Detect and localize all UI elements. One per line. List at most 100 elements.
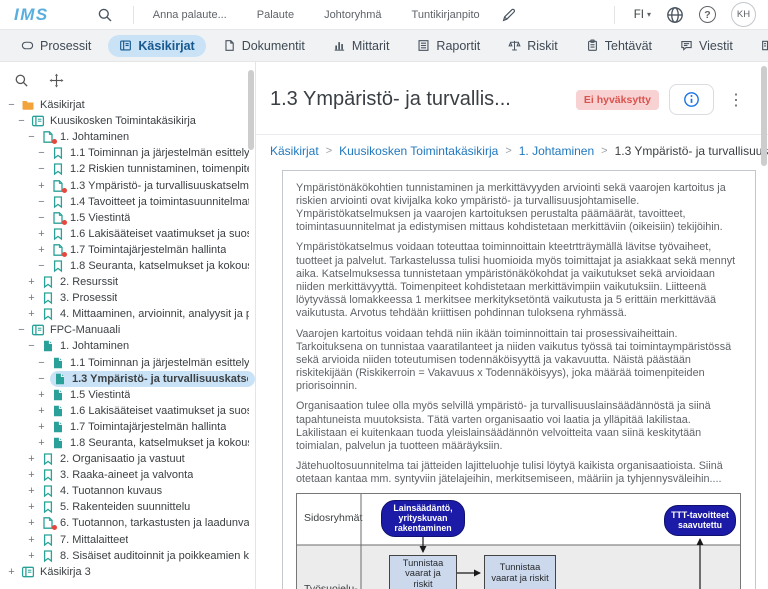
collapse-toggle[interactable]: − xyxy=(38,372,45,385)
flowchart-node: Tunnistaa vaarat ja riskit xyxy=(484,555,556,589)
tree-item[interactable]: +7. Mittalaitteet xyxy=(0,532,255,548)
edit-pencil-icon[interactable] xyxy=(501,7,516,22)
breadcrumb-link[interactable]: Käsikirjat xyxy=(270,143,319,158)
tree-item[interactable]: +3. Raaka-aineet ja valvonta xyxy=(0,467,255,483)
expand-toggle[interactable]: + xyxy=(28,469,35,482)
kebab-menu[interactable]: ⋮ xyxy=(728,91,744,109)
tree-item[interactable]: −Kuusikosken Toimintakäsikirja xyxy=(0,113,255,129)
bookmark-icon xyxy=(51,146,65,160)
collapse-toggle[interactable]: − xyxy=(38,195,45,208)
globe-icon[interactable] xyxy=(666,6,684,24)
topbar-menu-item[interactable]: Johtoryhmä xyxy=(324,8,382,21)
sidebar-scrollbar[interactable] xyxy=(248,70,254,150)
language-selector[interactable]: FI ▾ xyxy=(633,8,651,21)
page-dot-icon xyxy=(51,243,67,257)
tree-item[interactable]: +1.5 Viestintä xyxy=(0,387,255,403)
tab-riskit[interactable]: Riskit xyxy=(497,35,569,57)
collapse-toggle[interactable]: − xyxy=(18,115,25,128)
tree-item[interactable]: +1.7 Toimintajärjestelmän hallinta xyxy=(0,419,255,435)
tree-item[interactable]: −1. Johtaminen xyxy=(0,129,255,145)
tree-item[interactable]: +5. Rakenteiden suunnittelu xyxy=(0,499,255,515)
expand-toggle[interactable]: + xyxy=(28,453,35,466)
handbook-icon xyxy=(119,39,132,52)
tab-kasikirjat[interactable]: Käsikirjat xyxy=(108,34,206,57)
tree-item[interactable]: +3. Prosessit xyxy=(0,290,255,306)
collapse-toggle[interactable]: − xyxy=(38,259,45,272)
tab-tehtavat[interactable]: Tehtävät xyxy=(575,35,663,57)
collapse-toggle[interactable]: − xyxy=(38,211,45,224)
tab-raportit[interactable]: Raportit xyxy=(406,35,491,57)
tab-prosessit[interactable]: Prosessit xyxy=(10,35,102,57)
page-icon xyxy=(51,436,65,450)
expand-toggle[interactable]: + xyxy=(38,179,45,192)
tree-item[interactable]: −1.4 Tavoitteet ja toimintasuunnitelmat xyxy=(0,194,255,210)
tab-dokumentit[interactable]: Dokumentit xyxy=(212,35,316,57)
breadcrumb-link[interactable]: Kuusikosken Toimintakäsikirja xyxy=(339,143,499,158)
expand-toggle[interactable]: + xyxy=(28,276,35,289)
search-icon[interactable] xyxy=(97,7,113,23)
tab-mittarit[interactable]: Mittarit xyxy=(322,35,401,57)
expand-toggle[interactable]: + xyxy=(38,227,45,240)
avatar[interactable]: KH xyxy=(731,2,756,27)
topbar-menu-item[interactable]: Tuntikirjanpito xyxy=(411,8,480,21)
status-badge: Ei hyväksytty xyxy=(575,89,659,110)
expand-toggle[interactable]: + xyxy=(38,388,45,401)
unapproved-dot xyxy=(52,525,57,531)
tree-item-label: 1.6 Lakisääteiset vaatimukset ja suositu… xyxy=(70,404,249,417)
expand-toggle[interactable]: + xyxy=(38,404,45,417)
expand-toggle[interactable]: + xyxy=(28,533,35,546)
tree-item[interactable]: −FPC-Manuaali xyxy=(0,322,255,338)
expand-toggle[interactable]: + xyxy=(28,501,35,514)
expand-toggle[interactable]: + xyxy=(38,243,45,256)
tree-item[interactable]: +1.3 Ympäristö- ja turvallisuuskatselmuk… xyxy=(0,177,255,193)
tree-item[interactable]: +1.8 Seuranta, katselmukset ja kokouskäy… xyxy=(0,435,255,451)
expand-toggle[interactable]: + xyxy=(8,565,15,578)
bookmark-icon xyxy=(41,307,55,321)
info-button[interactable] xyxy=(669,84,714,116)
tree-item[interactable]: −1.8 Seuranta, katselmukset ja kokouskäy… xyxy=(0,258,255,274)
breadcrumb-link[interactable]: 1. Johtaminen xyxy=(518,143,595,158)
move-icon[interactable] xyxy=(49,73,64,88)
expand-toggle[interactable]: + xyxy=(28,549,35,562)
topbar-menu-item[interactable]: Palaute xyxy=(256,8,295,21)
expand-toggle[interactable]: + xyxy=(28,485,35,498)
collapse-toggle[interactable]: − xyxy=(28,340,35,353)
tree-item[interactable]: −1.1 Toiminnan ja järjestelmän esittely xyxy=(0,355,255,371)
help-icon[interactable]: ? xyxy=(699,6,716,23)
tree-item[interactable]: +1.7 Toimintajärjestelmän hallinta xyxy=(0,242,255,258)
expand-toggle[interactable]: + xyxy=(38,437,45,450)
tab-viestit[interactable]: Viestit xyxy=(669,35,744,57)
tree-item[interactable]: +2. Organisaatio ja vastuut xyxy=(0,451,255,467)
topbar-menu: Anna palaute... Palaute Johtoryhmä Tuntikir… xyxy=(138,9,495,21)
collapse-toggle[interactable]: − xyxy=(38,356,45,369)
tree-item[interactable]: −1.2 Riskien tunnistaminen, toimenpiteet… xyxy=(0,161,255,177)
tree-item[interactable]: +2. Resurssit xyxy=(0,274,255,290)
tree-item[interactable]: −1. Johtaminen xyxy=(0,338,255,354)
tree-item[interactable]: +Käsikirja 3 xyxy=(0,564,255,580)
topbar-menu-item[interactable]: Anna palaute... xyxy=(152,8,227,21)
tree-item-label: 1.3 Ympäristö- ja turvallisuuskatselmuks… xyxy=(72,372,248,385)
message-icon xyxy=(680,39,693,52)
tree-item[interactable]: +8. Sisäiset auditoinnit ja poikkeamien … xyxy=(0,548,255,564)
tab-uutiset[interactable]: Uutiset xyxy=(750,35,768,57)
expand-toggle[interactable]: + xyxy=(38,420,45,433)
tree-item[interactable]: +4. Mittaaminen, arvioinnit, analyysit j… xyxy=(0,306,255,322)
tree-item[interactable]: −Käsikirjat xyxy=(0,97,255,113)
tree-item[interactable]: +1.6 Lakisääteiset vaatimukset ja suosit… xyxy=(0,226,255,242)
collapse-toggle[interactable]: − xyxy=(18,324,25,337)
expand-toggle[interactable]: + xyxy=(28,292,35,305)
collapse-toggle[interactable]: − xyxy=(38,163,45,176)
tree-search-icon[interactable] xyxy=(14,73,29,88)
tree-item[interactable]: −1.5 Viestintä xyxy=(0,210,255,226)
tree-item[interactable]: +4. Tuotannon kuvaus xyxy=(0,483,255,499)
collapse-toggle[interactable]: − xyxy=(8,99,15,112)
tree-item[interactable]: −1.1 Toiminnan ja järjestelmän esittely xyxy=(0,145,255,161)
tree-item[interactable]: − 1.3 Ympäristö- ja turvallisuuskatselmuk… xyxy=(0,370,255,387)
collapse-toggle[interactable]: − xyxy=(38,147,45,160)
content-scrollbar[interactable] xyxy=(761,66,767,166)
collapse-toggle[interactable]: − xyxy=(28,131,35,144)
expand-toggle[interactable]: + xyxy=(28,517,35,530)
expand-toggle[interactable]: + xyxy=(28,308,35,321)
tree-item[interactable]: +6. Tuotannon, tarkastusten ja laadunval… xyxy=(0,515,255,531)
tree-item[interactable]: +1.6 Lakisääteiset vaatimukset ja suosit… xyxy=(0,403,255,419)
